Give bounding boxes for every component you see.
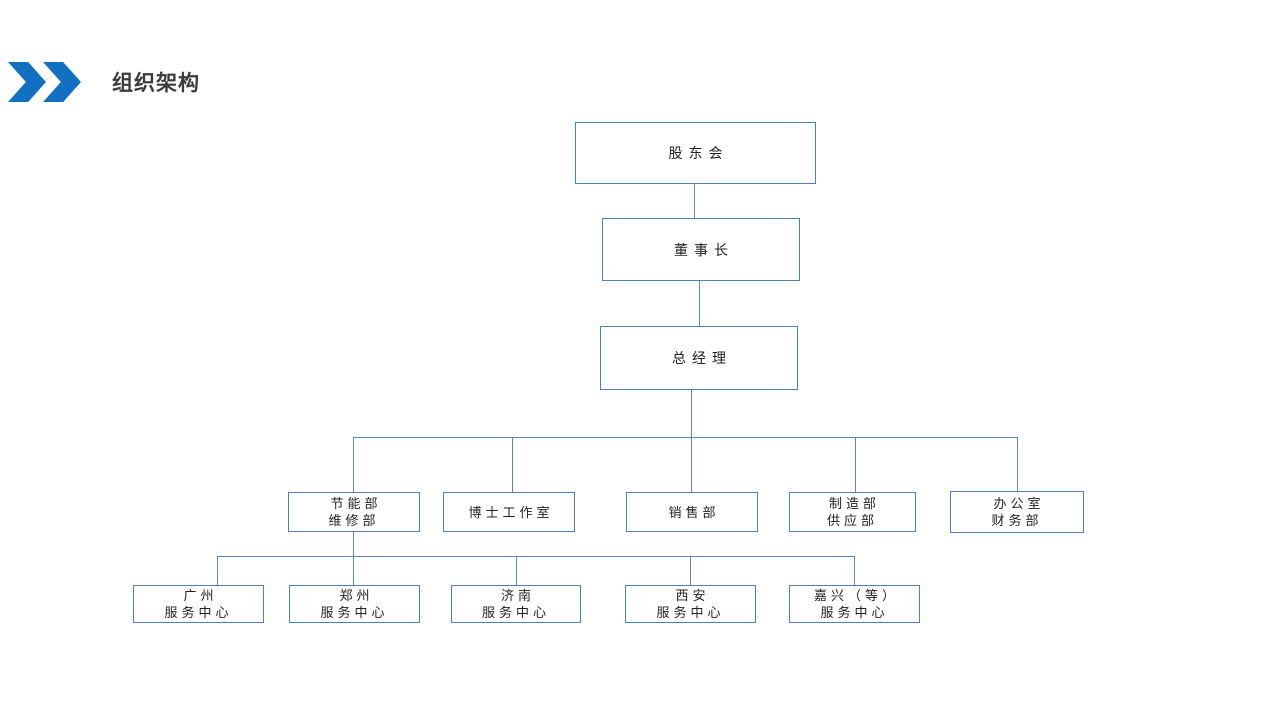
node-dept-manufacturing-supply: 制造部 供应部 [789,492,916,532]
connector-chairman-gm [699,281,700,326]
connector-drop-dept [1017,437,1018,492]
node-dept-office-finance: 办公室 财务部 [950,491,1084,533]
node-chairman: 董事长 [602,218,800,281]
node-center-guangzhou: 广州 服务中心 [133,585,264,623]
node-dept-energy-maintenance: 节能部 维修部 [288,492,420,532]
connector-drop-center [217,556,218,585]
node-center-jiaxing: 嘉兴（等） 服务中心 [789,585,920,623]
node-general-manager: 总经理 [600,326,798,390]
connector-drop-center [854,556,855,585]
slide-header: 组织架构 [0,0,1280,110]
connector-drop-center [353,556,354,585]
page-title: 组织架构 [112,72,200,95]
node-shareholders: 股东会 [575,122,816,184]
chevron-right-icon [43,62,81,102]
node-dept-sales: 销售部 [626,492,758,532]
node-dept-doctor-studio: 博士工作室 [443,492,575,532]
node-center-jinan: 济南 服务中心 [451,585,581,623]
connector-drop-center [516,556,517,585]
connector-dept-bus [353,437,1018,438]
node-center-zhengzhou: 郑州 服务中心 [289,585,420,623]
connector-drop-center [690,556,691,585]
connector-root-chairman [694,184,695,218]
double-chevron-icon [8,62,81,102]
connector-gm-bus [691,390,692,437]
connector-drop-dept [855,437,856,492]
node-center-xian: 西安 服务中心 [625,585,756,623]
connector-center-bus [217,556,854,557]
connector-drop-dept [353,437,354,492]
connector-dept1-bus2 [353,532,354,556]
connector-drop-dept [691,437,692,492]
chevron-right-icon [8,62,46,102]
connector-drop-dept [512,437,513,492]
